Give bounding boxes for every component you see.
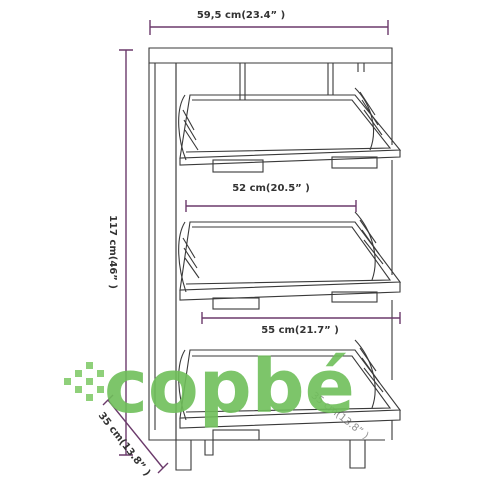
drawer-flap-3 [178,339,402,441]
height-dimension-line [119,49,133,456]
dimension-lines [102,20,401,474]
pixel-dots-icon [64,362,104,401]
width-label: 59,5 cm(23.4” ) [197,10,285,21]
cabinet-top [148,47,393,64]
cabinet-leg-front-left [175,440,192,471]
flap-depth-dimension-line [201,312,401,324]
height-label: 117 cm(46” ) [107,215,118,289]
drawer-flap-1 [178,87,402,173]
depth-dimension-line [102,394,169,474]
inner-width-label: 52 cm(20.5” ) [232,183,310,194]
brand-name: copbé [104,344,355,430]
width-dimension-line [149,20,389,35]
cabinet-drawing [148,47,402,471]
cabinet-leg-front-right [349,440,366,469]
brand-watermark: copbé [64,344,355,430]
flap-depth-label: 55 cm(21.7” ) [261,325,339,336]
inner-width-dimension-line [185,200,357,212]
drawer-flap-2 [178,211,402,310]
